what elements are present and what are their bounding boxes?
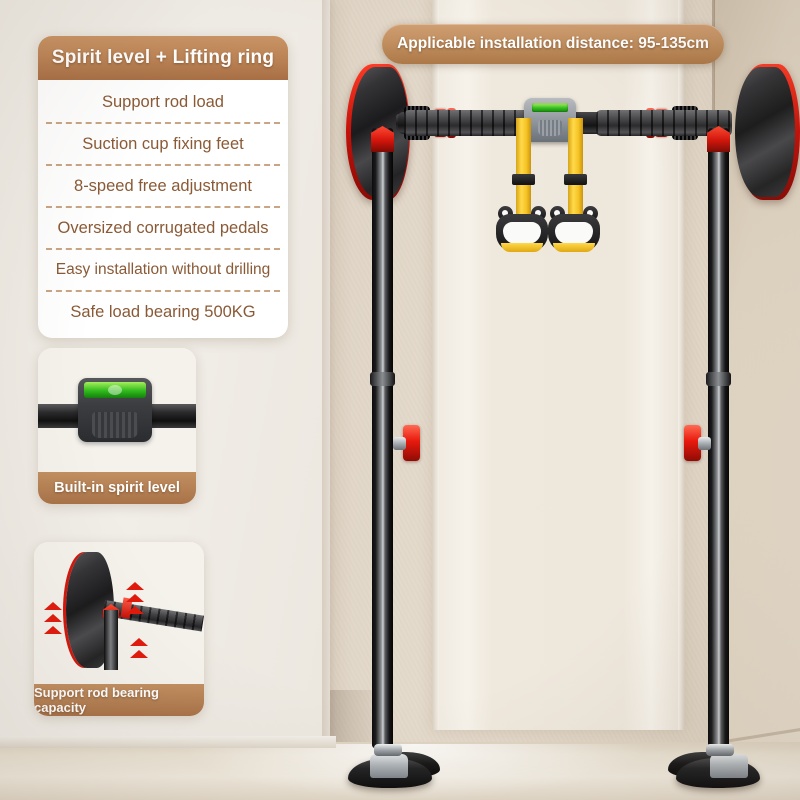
load-arrow-icon: [126, 606, 144, 614]
load-arrow-icon: [44, 602, 62, 610]
spirit-level-fins: [538, 120, 562, 136]
support-post-right: [708, 128, 729, 748]
feature-divider: [46, 248, 280, 250]
mount-plate-right: [735, 64, 800, 200]
post-cap-right: [707, 126, 730, 152]
feature-list: Support rod load Suction cup fixing feet…: [38, 80, 288, 338]
inset-level-fins: [92, 412, 138, 438]
wall-bracket-left: [403, 425, 420, 461]
suction-foot-right: [668, 742, 760, 788]
door-jamb-right: [678, 0, 685, 730]
foot-clip: [370, 754, 408, 778]
inset-card-spirit-level: Built-in spirit level: [38, 348, 196, 504]
door-jamb-left: [432, 0, 439, 730]
strap-buckle-left: [512, 174, 535, 185]
inset-level-vial: [84, 382, 146, 398]
feature-card-title: Spirit level + Lifting ring: [38, 36, 288, 80]
left-wall-edge-shadow: [322, 0, 336, 742]
baseboard: [0, 736, 336, 748]
inset-spirit-level-photo: [38, 348, 196, 472]
feature-divider: [46, 206, 280, 208]
feature-item: Oversized corrugated pedals: [57, 218, 269, 237]
inset-caption: Built-in spirit level: [38, 472, 196, 504]
foot-ring: [706, 744, 734, 756]
load-arrow-icon: [44, 626, 62, 634]
feature-card: Spirit level + Lifting ring Support rod …: [38, 36, 288, 338]
foot-ring: [374, 744, 402, 756]
inset-support-rod-photo: [34, 542, 204, 684]
installation-distance-banner: Applicable installation distance: 95-135…: [382, 24, 724, 64]
strap-buckle-right: [564, 174, 587, 185]
suction-foot-left: [348, 742, 440, 788]
ring-ear-hole: [554, 210, 560, 216]
ring-opening: [555, 222, 593, 244]
ring-grip-pad: [501, 243, 543, 252]
lifting-ring-right: [548, 206, 600, 252]
foot-clip: [710, 754, 748, 778]
load-arrow-icon: [130, 638, 148, 646]
feature-item: Support rod load: [101, 92, 224, 111]
load-arrow-icon: [126, 594, 144, 602]
load-arrow-icon: [44, 614, 62, 622]
mount-plate-right-body: [735, 67, 795, 197]
feature-item: Safe load bearing 500KG: [70, 302, 256, 321]
inset-support-post: [104, 610, 118, 670]
post-telescoping-joint-left: [370, 372, 395, 386]
lifting-ring-left: [496, 206, 548, 252]
wall-bracket-left-nub: [393, 437, 406, 450]
spirit-level-vial: [532, 103, 568, 112]
feature-divider: [46, 290, 280, 292]
load-arrow-icon: [126, 582, 144, 590]
wall-bracket-right: [684, 425, 701, 461]
feature-item: Suction cup fixing feet: [82, 134, 244, 153]
post-cap-left: [371, 126, 394, 152]
inset-caption: Support rod bearing capacity: [34, 684, 204, 716]
ring-ear-hole: [535, 210, 541, 216]
wall-bracket-right-nub: [698, 437, 711, 450]
feature-divider: [46, 122, 280, 124]
post-telescoping-joint-right: [706, 372, 731, 386]
load-arrow-icon: [130, 650, 148, 658]
ring-ear-hole: [502, 210, 508, 216]
ring-ear-hole: [587, 210, 593, 216]
banner-text: Applicable installation distance: 95-135…: [397, 35, 709, 52]
ring-opening: [503, 222, 541, 244]
feature-divider: [46, 164, 280, 166]
inset-card-support-rod: Support rod bearing capacity: [34, 542, 204, 716]
feature-item: Easy installation without drilling: [55, 261, 271, 278]
ring-grip-pad: [553, 243, 595, 252]
feature-item: 8-speed free adjustment: [74, 176, 252, 195]
support-post-left: [372, 128, 393, 748]
